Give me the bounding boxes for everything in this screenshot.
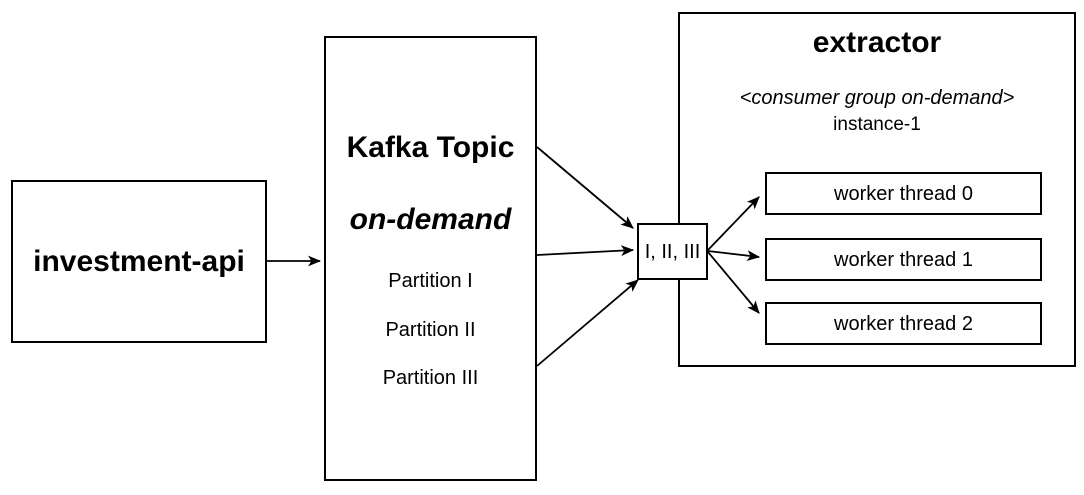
consumer-group-label: <consumer group on-demand> — [739, 87, 1015, 109]
worker-thread-1-label: worker thread 1 — [834, 248, 973, 271]
partition-3-label: Partition III — [382, 367, 479, 389]
worker-thread-2-node: worker thread 2 — [765, 302, 1042, 345]
partition-2-label: Partition II — [385, 319, 476, 341]
worker-thread-0-node: worker thread 0 — [765, 172, 1042, 215]
partitions-merge-label: I, II, III — [644, 240, 701, 263]
investment-api-label: investment-api — [33, 244, 245, 278]
arrow-kafka-to-merge-3 — [536, 279, 639, 367]
partition-1-label: Partition I — [388, 270, 473, 292]
worker-thread-2-label: worker thread 2 — [834, 312, 973, 335]
investment-api-node: investment-api — [11, 180, 267, 343]
instance-label: instance-1 — [833, 114, 921, 135]
arrow-kafka-to-merge-2 — [536, 245, 635, 257]
extractor-node: extractor <consumer group on-demand> ins… — [678, 12, 1076, 367]
worker-thread-1-node: worker thread 1 — [765, 238, 1042, 281]
kafka-topic-name: on-demand — [349, 203, 512, 236]
extractor-title: extractor — [812, 26, 942, 59]
kafka-topic-node: Kafka Topic on-demand Partition I Partit… — [324, 36, 537, 481]
worker-thread-0-label: worker thread 0 — [834, 182, 973, 205]
arrow-kafka-to-merge-1 — [536, 146, 634, 229]
kafka-topic-title: Kafka Topic — [346, 131, 515, 164]
partitions-merge-node: I, II, III — [637, 223, 708, 280]
